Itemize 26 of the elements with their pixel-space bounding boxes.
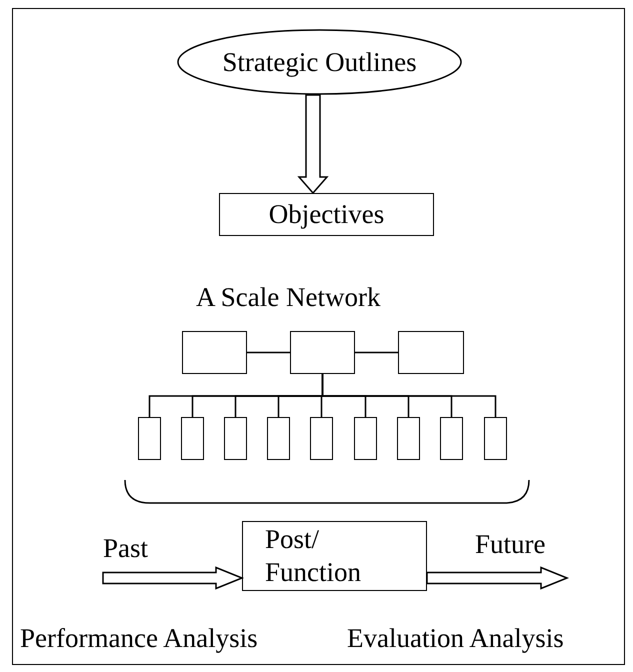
block-arrow xyxy=(102,566,244,590)
network-box xyxy=(182,331,247,374)
block-arrow xyxy=(426,566,569,590)
caption-text: Evaluation Analysis xyxy=(347,622,564,654)
unit-box xyxy=(138,417,161,460)
caption-text: A Scale Network xyxy=(196,281,380,314)
unit-box xyxy=(484,417,507,460)
unit-box xyxy=(181,417,204,460)
unit-box xyxy=(267,417,290,460)
process-box xyxy=(242,521,427,591)
network-box xyxy=(290,331,355,374)
node-text: Objectives xyxy=(268,198,384,231)
caption-text: Performance Analysis xyxy=(20,622,258,654)
unit-box xyxy=(354,417,377,460)
unit-box xyxy=(310,417,333,460)
unit-box xyxy=(397,417,420,460)
node-text: Post/ Function xyxy=(265,523,362,589)
ellipse-node xyxy=(177,29,462,95)
unit-box xyxy=(440,417,463,460)
network-box xyxy=(398,331,464,374)
unit-box xyxy=(224,417,247,460)
process-box xyxy=(219,193,434,236)
node-text: Strategic Outlines xyxy=(222,46,417,78)
connector-line xyxy=(247,352,290,354)
connector-line xyxy=(355,352,398,354)
block-arrow xyxy=(297,94,329,194)
